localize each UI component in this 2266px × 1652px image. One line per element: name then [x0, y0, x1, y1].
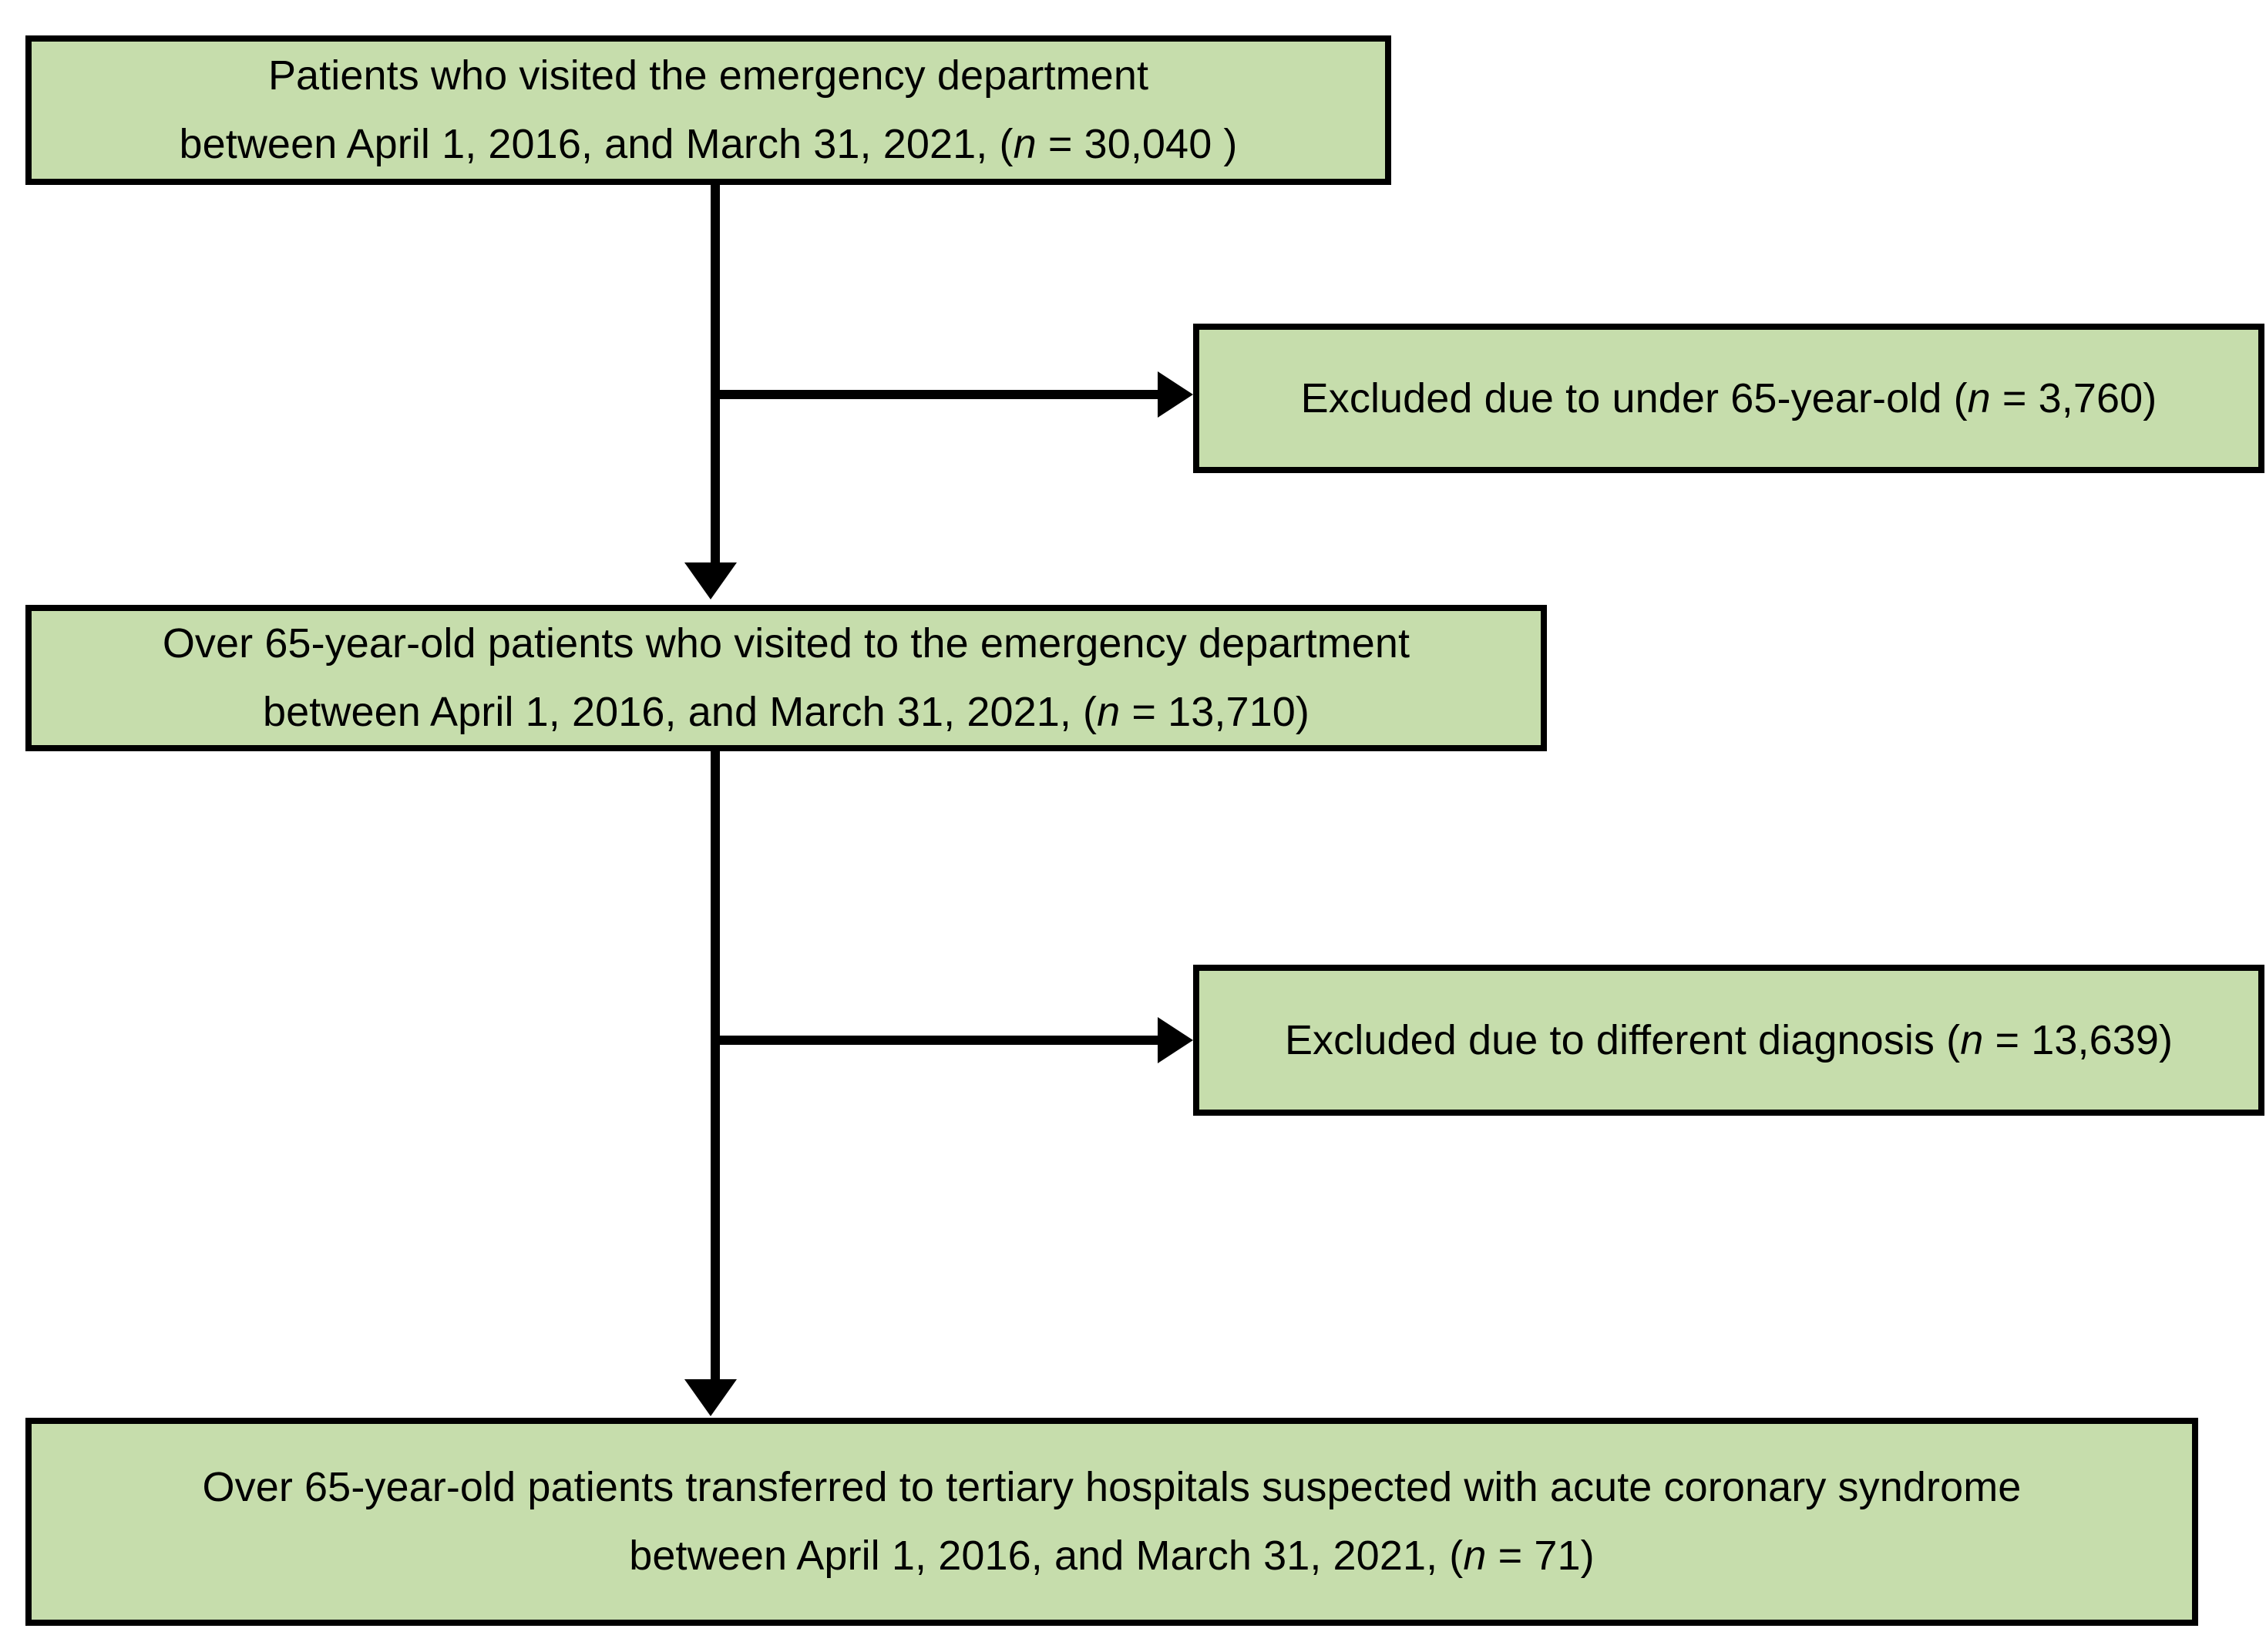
final-cohort-n-value: = 71)	[1486, 1533, 1595, 1579]
over-65-ed-patients-n-value: = 13,710)	[1120, 689, 1310, 735]
over-65-ed-patients-line-2-prefix: between April 1, 2016, and March 31, 202…	[263, 689, 1098, 735]
excluded-under-65-n-value: = 3,760)	[1990, 374, 2157, 421]
final-cohort-n-symbol: n	[1463, 1533, 1487, 1579]
all-ed-patients-n-value: = 30,040 )	[1036, 121, 1238, 167]
over-65-ed-patients-n-symbol: n	[1097, 689, 1121, 735]
connector-all-to-over65-line	[711, 185, 720, 570]
connector-over65-to-final-line	[711, 751, 720, 1387]
connector-branch-to-excluded-different-diagnosis	[711, 1036, 1158, 1045]
flow-node-over-65-ed-patients: Over 65-year-old patients who visited to…	[25, 605, 1547, 751]
excluded-under-65-prefix: Excluded due to under 65-year-old (	[1300, 374, 1968, 421]
arrowhead-right-into-excluded-under-65	[1158, 371, 1193, 418]
excluded-under-65-text: Excluded due to under 65-year-old (n = 3…	[1301, 369, 2157, 428]
arrowhead-right-into-excluded-different-diagnosis	[1158, 1017, 1193, 1063]
final-cohort-line-2: between April 1, 2016, and March 31, 202…	[629, 1526, 1594, 1586]
excluded-different-diagnosis-prefix: Excluded due to different diagnosis (	[1284, 1016, 1961, 1063]
final-cohort-line-1: Over 65-year-old patients transferred to…	[202, 1464, 2022, 1511]
excluded-different-diagnosis-n-symbol: n	[1960, 1016, 1984, 1063]
excluded-under-65-n-symbol: n	[1967, 374, 1991, 421]
flow-node-excluded-under-65: Excluded due to under 65-year-old (n = 3…	[1193, 324, 2264, 473]
all-ed-patients-line-1: Patients who visited the emergency depar…	[267, 52, 1149, 99]
connector-branch-to-excluded-under-65	[711, 390, 1158, 399]
excluded-different-diagnosis-n-value: = 13,639)	[1983, 1016, 2174, 1063]
flow-node-final-transferred-acs-cohort: Over 65-year-old patients transferred to…	[25, 1418, 2198, 1626]
flow-node-all-ed-patients: Patients who visited the emergency depar…	[25, 35, 1391, 185]
arrowhead-down-into-over65	[684, 562, 737, 599]
arrowhead-down-into-final-cohort	[684, 1379, 737, 1416]
flow-node-excluded-different-diagnosis: Excluded due to different diagnosis (n =…	[1193, 965, 2264, 1116]
all-ed-patients-line-2: between April 1, 2016, and March 31, 202…	[179, 115, 1237, 174]
over-65-ed-patients-line-1: Over 65-year-old patients who visited to…	[162, 620, 1410, 667]
final-cohort-line-2-prefix: between April 1, 2016, and March 31, 202…	[629, 1533, 1464, 1579]
all-ed-patients-line-2-prefix: between April 1, 2016, and March 31, 202…	[179, 121, 1014, 167]
all-ed-patients-n-symbol: n	[1013, 121, 1037, 167]
over-65-ed-patients-line-2: between April 1, 2016, and March 31, 202…	[263, 683, 1310, 742]
excluded-different-diagnosis-text: Excluded due to different diagnosis (n =…	[1285, 1011, 2173, 1070]
